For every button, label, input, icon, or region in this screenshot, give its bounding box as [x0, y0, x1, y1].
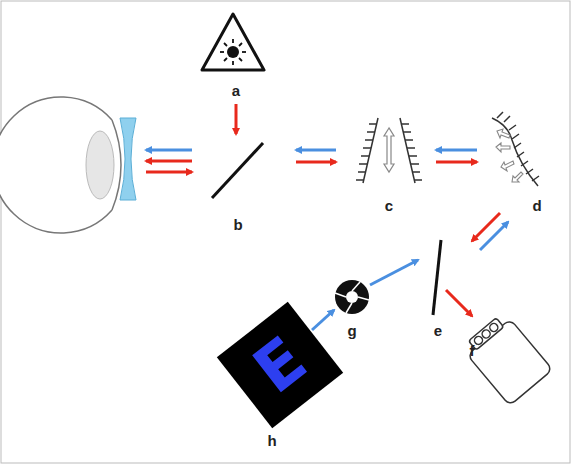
- eye: [0, 97, 121, 233]
- adjustable-optics: [356, 118, 422, 183]
- part-letter: g: [347, 323, 356, 338]
- laser-warning-source: [202, 14, 264, 70]
- part-letter: e: [434, 323, 442, 338]
- camera: [461, 311, 553, 405]
- part-letter: h: [267, 433, 276, 448]
- part-letter: d: [532, 198, 541, 213]
- part-letter: f: [470, 343, 475, 358]
- part-letter: b: [233, 217, 242, 232]
- eye-chart: [217, 302, 343, 428]
- beam-splitter: [212, 143, 263, 198]
- deformable-mirror: [492, 112, 539, 186]
- dichroic-mirror: [433, 240, 441, 315]
- aperture-iris: [335, 280, 369, 314]
- part-letter: c: [385, 198, 393, 213]
- concave-lens: [120, 118, 136, 200]
- part-letter: a: [232, 83, 240, 98]
